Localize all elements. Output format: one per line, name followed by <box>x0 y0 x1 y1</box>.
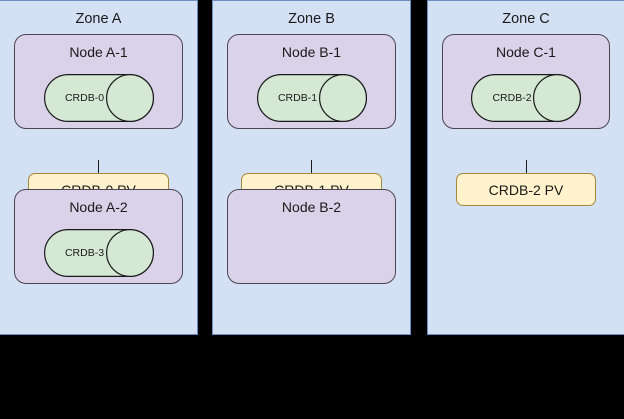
zone-c-row-1: Node C-1 CRDB-2 CRDB-2 PV <box>442 34 610 206</box>
zone-a-row-1: Node A-1 CRDB-0 CRDB-0 PV <box>14 34 183 206</box>
database-cylinder-icon-crdb-2[interactable]: CRDB-2 <box>471 74 581 122</box>
connector-line-b-1 <box>311 160 312 174</box>
pod-label-crdb-1: CRDB-1 <box>277 92 318 104</box>
node-label-b-1: Node B-1 <box>281 44 342 60</box>
zone-container-a[interactable]: Zone A Node A-1 CRDB-0 CRDB-0 PV Node A-… <box>0 0 198 335</box>
zone-b-row-1: Node B-1 CRDB-1 CRDB-1 PV <box>227 34 396 206</box>
pod-label-crdb-0: CRDB-0 <box>64 92 105 104</box>
database-cylinder-icon-crdb-3[interactable]: CRDB-3 <box>43 229 154 277</box>
zone-b-row-2: Node B-2 CRDB-4 PV <box>227 189 396 284</box>
node-box-a-1[interactable]: Node A-1 CRDB-0 <box>14 34 183 129</box>
pv-box-crdb-2[interactable]: CRDB-2 PV <box>456 173 596 206</box>
node-box-c-1[interactable]: Node C-1 CRDB-2 <box>442 34 610 129</box>
node-box-a-2[interactable]: Node A-2 CRDB-3 <box>14 189 183 284</box>
zone-title-c: Zone C <box>502 11 550 27</box>
node-label-a-1: Node A-1 <box>69 44 128 60</box>
database-cylinder-icon-crdb-1[interactable]: CRDB-1 <box>256 74 367 122</box>
node-label-a-2: Node A-2 <box>69 199 128 215</box>
node-box-b-2[interactable]: Node B-2 <box>227 189 396 284</box>
connector-line-a-1 <box>98 160 99 174</box>
pod-label-crdb-3: CRDB-3 <box>64 247 105 259</box>
zone-a-row-2: Node A-2 CRDB-3 CRDB-3 PV <box>14 189 183 284</box>
database-cylinder-icon-crdb-0[interactable]: CRDB-0 <box>43 74 154 122</box>
zone-title-a: Zone A <box>75 11 122 27</box>
zone-title-b: Zone B <box>288 11 335 27</box>
node-label-c-1: Node C-1 <box>496 44 556 60</box>
connector-line-c-1 <box>525 160 527 174</box>
node-box-b-1[interactable]: Node B-1 CRDB-1 <box>227 34 396 129</box>
zone-container-b[interactable]: Zone B Node B-1 CRDB-1 CRDB-1 PV Node B-… <box>212 0 411 335</box>
node-label-b-2: Node B-2 <box>281 199 342 215</box>
pod-label-crdb-2: CRDB-2 <box>492 92 532 104</box>
zone-container-c[interactable]: Zone C Node C-1 CRDB-2 CRDB-2 PV CRDB-5 … <box>427 0 624 335</box>
